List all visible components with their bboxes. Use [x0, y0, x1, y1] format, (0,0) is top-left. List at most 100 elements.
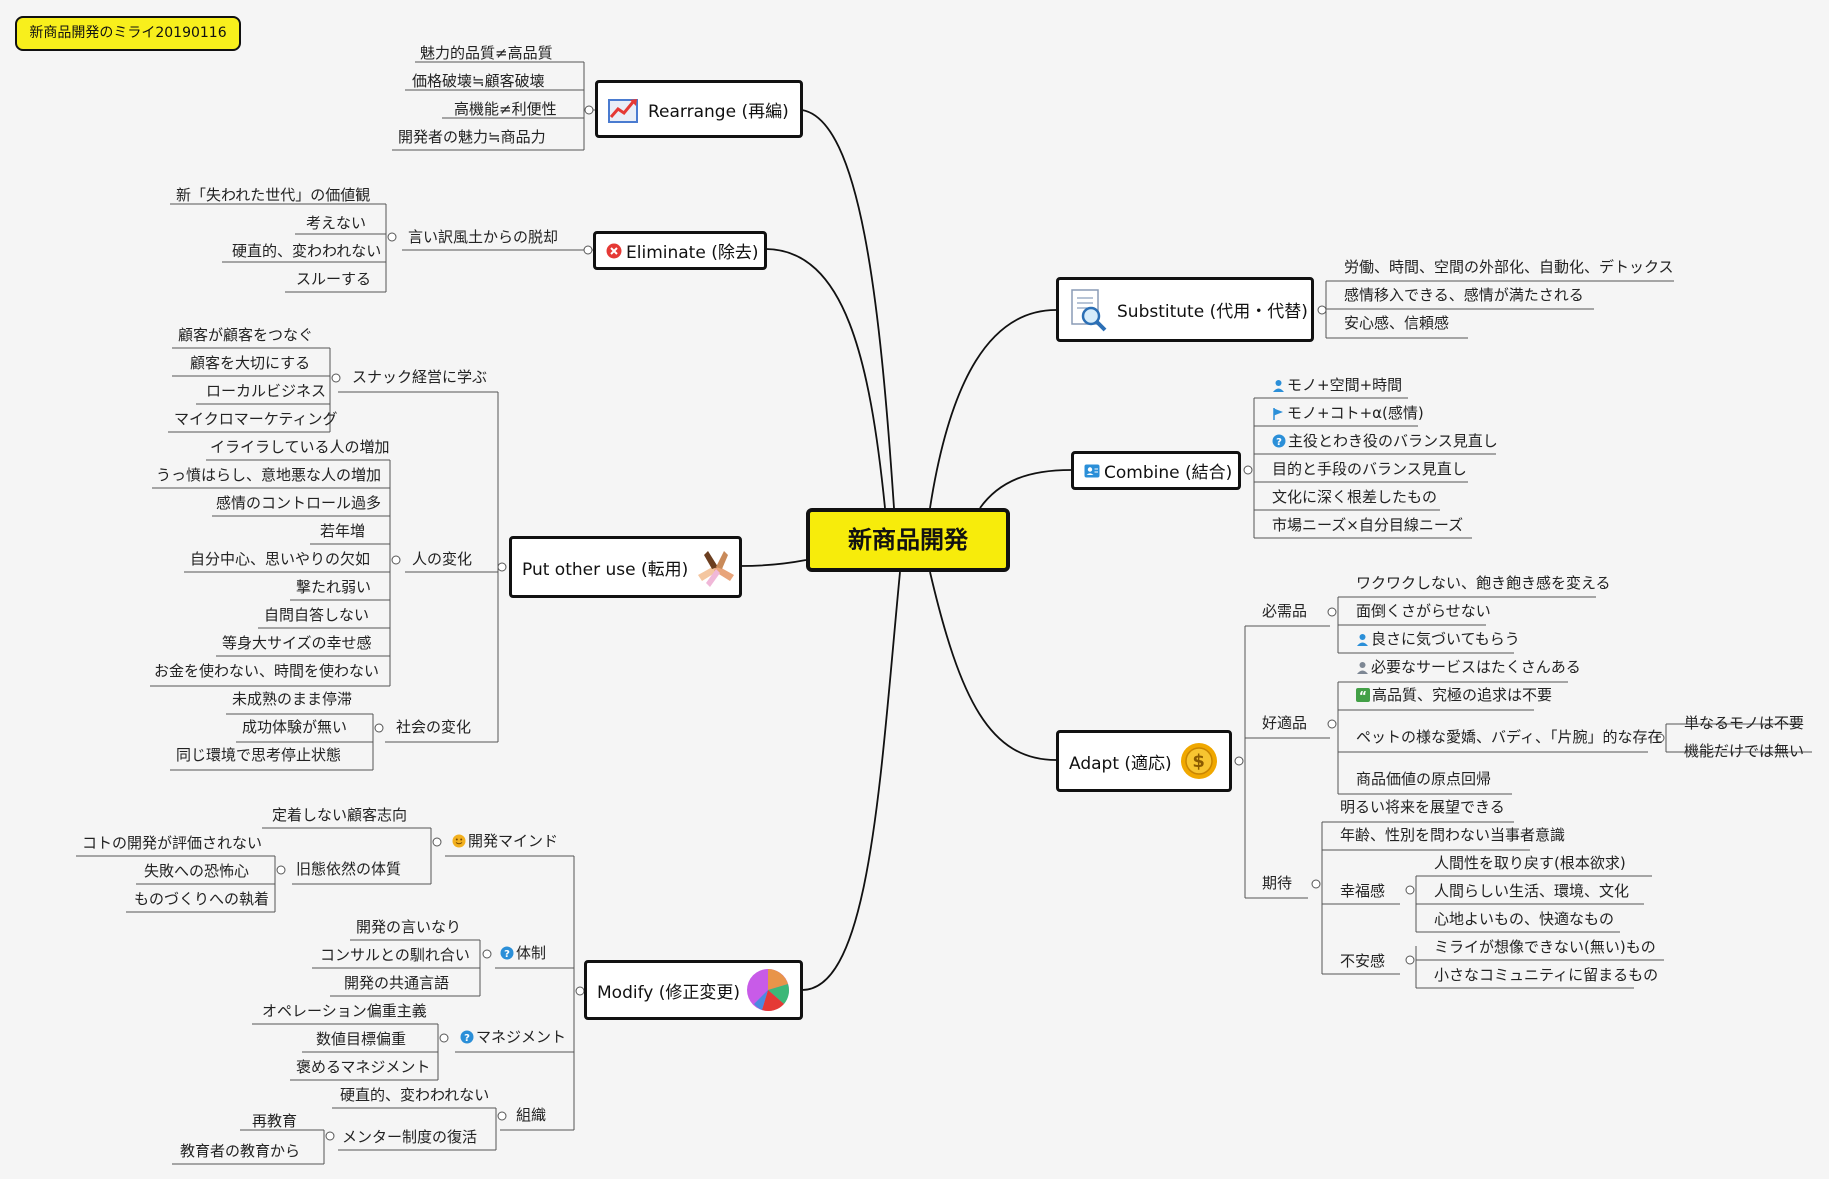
subtopic-preferred[interactable]: 好適品: [1262, 714, 1308, 732]
leaf-substitute-3[interactable]: 安心感、信頼感: [1344, 314, 1450, 332]
leaf-substitute-2[interactable]: 感情移入できる、感情が満たされる: [1344, 286, 1584, 304]
contact-card-icon: [1084, 463, 1100, 479]
leaf-pet-2[interactable]: 機能だけでは無い: [1684, 742, 1805, 760]
central-topic[interactable]: 新商品開発: [806, 508, 1010, 572]
leaf-management-3[interactable]: 褒めるマネジメント: [296, 1058, 431, 1076]
svg-text:?: ?: [1276, 437, 1282, 448]
red-x-circle-icon: [606, 243, 622, 259]
leaf-necessity-1[interactable]: ワクワクしない、飽き飽き感を変える: [1356, 574, 1611, 592]
subtopic-system[interactable]: ?体制: [500, 944, 546, 964]
leaf-people-2[interactable]: うっ憤はらし、意地悪な人の増加: [156, 466, 382, 484]
chart-growth-icon: [608, 95, 640, 123]
leaf-combine-4[interactable]: 目的と手段のバランス見直し: [1272, 460, 1467, 478]
subtopic-necessity[interactable]: 必需品: [1262, 602, 1308, 620]
subtopic-society-change[interactable]: 社会の変化: [396, 718, 472, 736]
leaf-people-9[interactable]: お金を使わない、時間を使わない: [154, 662, 380, 680]
leaf-people-8[interactable]: 等身大サイズの幸せ感: [222, 634, 372, 652]
leaf-snack-3[interactable]: ローカルビジネス: [206, 382, 327, 400]
leaf-oldculture-2[interactable]: 失敗への恐怖心: [144, 862, 250, 880]
leaf-people-6[interactable]: 撃たれ弱い: [296, 578, 372, 596]
subtopic-old-culture[interactable]: 旧態依然の体質: [296, 860, 402, 878]
subtopic-expectation[interactable]: 期待: [1262, 874, 1293, 892]
coin-symbol: $: [1192, 750, 1205, 772]
leaf-happy-3[interactable]: 心地よいもの、快適なもの: [1434, 910, 1615, 928]
subtopic-happiness[interactable]: 幸福感: [1340, 882, 1386, 900]
leaf-oldculture-1[interactable]: コトの開発が評価されない: [82, 834, 263, 852]
leaf-management-2[interactable]: 数値目標偏重: [316, 1030, 407, 1048]
leaf-people-3[interactable]: 感情のコントロール過多: [216, 494, 382, 512]
leaf-eliminate-2[interactable]: 考えない: [306, 214, 367, 232]
leaf-snack-2[interactable]: 顧客を大切にする: [190, 354, 311, 372]
subtopic-people-change[interactable]: 人の変化: [412, 550, 473, 568]
topic-adapt[interactable]: Adapt (適応) $: [1056, 730, 1232, 792]
leaf-eliminate-3[interactable]: 硬直的、変わわれない: [232, 242, 382, 260]
leaf-combine-3[interactable]: ?主役とわき役のバランス見直し: [1272, 432, 1498, 452]
leaf-rearrange-4[interactable]: 開発者の魅力≒商品力: [398, 128, 546, 146]
leaf-society-3[interactable]: 同じ環境で思考停止状態: [176, 746, 342, 764]
leaf-necessity-2[interactable]: 面倒くさがらせない: [1356, 602, 1491, 620]
leaf-happy-1[interactable]: 人間性を取り戻す(根本欲求): [1434, 854, 1626, 872]
subtopic-label: 開発マインド: [468, 832, 559, 850]
leaf-preferred-1[interactable]: 必要なサービスはたくさんある: [1356, 658, 1581, 678]
leaf-happy-2[interactable]: 人間らしい生活、環境、文化: [1434, 882, 1630, 900]
leaf-combine-5[interactable]: 文化に深く根差したもの: [1272, 488, 1438, 506]
leaf-system-2[interactable]: コンサルとの馴れ合い: [320, 946, 470, 964]
subtopic-mentor[interactable]: メンター制度の復活: [342, 1128, 478, 1146]
subtopic-snack-management[interactable]: スナック経営に学ぶ: [352, 368, 488, 386]
leaf-expect-1[interactable]: 明るい将来を展望できる: [1340, 798, 1505, 816]
leaf-eliminate-4[interactable]: スルーする: [296, 270, 372, 288]
leaf-combine-6[interactable]: 市場ニーズ×自分目線ニーズ: [1272, 516, 1464, 534]
topic-rearrange[interactable]: Rearrange (再編): [595, 80, 803, 138]
subtopic-dev-mind[interactable]: 開発マインド: [452, 832, 558, 852]
map-title-tag[interactable]: 新商品開発のミライ20190116: [15, 16, 241, 51]
topic-put-other-use[interactable]: Put other use (転用): [509, 536, 742, 598]
leaf-snack-4[interactable]: マイクロマーケティング: [174, 410, 338, 428]
smiley-icon: [452, 834, 466, 852]
leaf-society-1[interactable]: 未成熟のまま停滞: [232, 690, 353, 708]
topic-label: Substitute (代用・代替): [1117, 302, 1308, 322]
leaf-snack-1[interactable]: 顧客が顧客をつなぐ: [178, 326, 314, 344]
svg-text:?: ?: [504, 949, 510, 960]
leaf-devmind-1[interactable]: 定着しない顧客志向: [272, 806, 408, 824]
subtopic-excuse-culture[interactable]: 言い訳風土からの脱却: [408, 228, 559, 246]
topic-combine[interactable]: Combine (結合): [1071, 451, 1241, 490]
leaf-oldculture-3[interactable]: ものづくりへの執着: [134, 890, 270, 908]
leaf-people-1[interactable]: イライラしている人の増加: [210, 438, 390, 456]
topic-eliminate[interactable]: Eliminate (除去): [593, 231, 767, 270]
leaf-preferred-3[interactable]: ペットの様な愛嬌、バディ、「片腕」的な存在: [1356, 728, 1663, 746]
leaf-society-2[interactable]: 成功体験が無い: [242, 718, 348, 736]
leaf-mentor-2[interactable]: 教育者の教育から: [180, 1142, 301, 1160]
leaf-rearrange-2[interactable]: 価格破壊≒顧客破壊: [412, 72, 545, 90]
leaf-rearrange-3[interactable]: 高機能≠利便性: [454, 100, 557, 118]
leaf-necessity-3[interactable]: 良さに気づいてもらう: [1356, 630, 1520, 650]
leaf-people-4[interactable]: 若年増: [320, 522, 366, 540]
topic-label: Rearrange (再編): [648, 101, 789, 122]
leaf-substitute-1[interactable]: 労働、時間、空間の外部化、自動化、デトックス: [1344, 258, 1674, 276]
leaf-management-1[interactable]: オペレーション偏重主義: [262, 1002, 427, 1020]
leaf-preferred-2[interactable]: “高品質、究極の追求は不要: [1356, 686, 1552, 706]
subtopic-organization[interactable]: 組織: [516, 1106, 547, 1124]
leaf-rearrange-1[interactable]: 魅力的品質≠高品質: [420, 44, 553, 62]
leaf-eliminate-1[interactable]: 新「失われた世代」の価値観: [176, 186, 371, 204]
leaf-people-5[interactable]: 自分中心、思いやりの欠如: [190, 550, 371, 568]
leaf-pet-1[interactable]: 単なるモノは不要: [1684, 714, 1805, 732]
subtopic-anxiety[interactable]: 不安感: [1340, 952, 1386, 970]
leaf-combine-1[interactable]: モノ+空間+時間: [1272, 376, 1402, 396]
branch-line-combine: [979, 469, 1072, 509]
leaf-org-1[interactable]: 硬直的、変わわれない: [340, 1086, 490, 1104]
branch-line-rearrange: [801, 109, 895, 509]
leaf-people-7[interactable]: 自問自答しない: [264, 606, 370, 624]
topic-modify[interactable]: Modify (修正変更): [584, 960, 803, 1020]
leaf-mentor-1[interactable]: 再教育: [252, 1112, 298, 1130]
subtopic-management[interactable]: ?マネジメント: [460, 1028, 566, 1048]
topic-substitute[interactable]: Substitute (代用・代替): [1056, 277, 1314, 342]
leaf-system-3[interactable]: 開発の共通言語: [344, 974, 450, 992]
leaf-anxiety-2[interactable]: 小さなコミュニティに留まるもの: [1434, 966, 1659, 984]
leaf-expect-2[interactable]: 年齢、性別を問わない当事者意識: [1340, 826, 1566, 844]
leaf-preferred-4[interactable]: 商品価値の原点回帰: [1356, 770, 1492, 788]
leaf-combine-2[interactable]: モノ+コト+α(感情): [1272, 404, 1424, 424]
leaf-anxiety-1[interactable]: ミライが想像できない(無い)もの: [1434, 938, 1656, 956]
leaf-system-1[interactable]: 開発の言いなり: [356, 918, 462, 936]
